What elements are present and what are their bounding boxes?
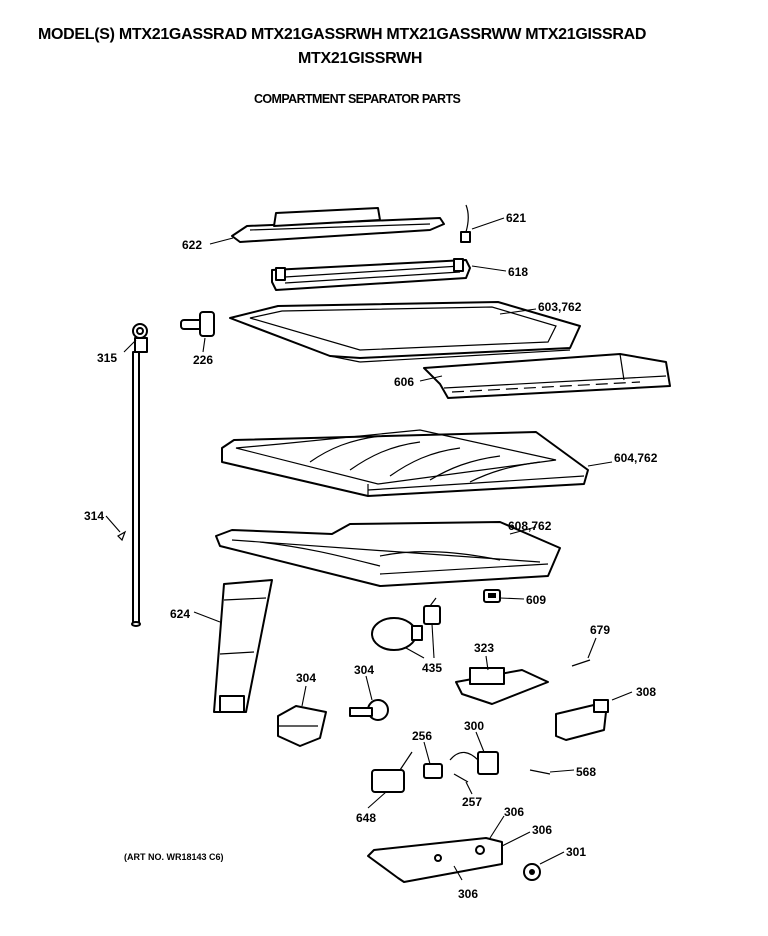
part-314-clip[interactable]	[117, 530, 127, 542]
label-306-right: 306	[532, 823, 552, 837]
label-618: 618	[508, 265, 528, 279]
label-304-knob: 304	[354, 663, 374, 677]
part-622-cover[interactable]	[231, 207, 445, 243]
label-608-762: 608,762	[508, 519, 552, 533]
label-300: 300	[464, 719, 484, 733]
model-list: MODEL(S) MTX21GASSRAD MTX21GASSRWH MTX21…	[38, 26, 647, 43]
part-435-socket[interactable]	[423, 597, 441, 625]
part-306-bracket[interactable]	[367, 837, 503, 883]
art-number: (ART NO. WR18143 C6)	[124, 852, 224, 862]
label-624: 624	[170, 607, 190, 621]
part-648-control[interactable]	[371, 751, 413, 793]
label-314: 314	[84, 509, 104, 523]
label-604-762: 604,762	[614, 451, 658, 465]
label-306-top: 306	[504, 805, 524, 819]
part-301-knob[interactable]	[523, 863, 541, 881]
part-304-knob[interactable]	[349, 699, 389, 721]
label-323: 323	[474, 641, 494, 655]
part-608-liner[interactable]	[215, 521, 561, 587]
label-256: 256	[412, 729, 432, 743]
part-304-block[interactable]	[277, 705, 327, 747]
label-257: 257	[462, 795, 482, 809]
label-621: 621	[506, 211, 526, 225]
label-435: 435	[422, 661, 442, 675]
part-323-board[interactable]	[455, 667, 549, 705]
label-679: 679	[590, 623, 610, 637]
part-315-knob[interactable]	[132, 323, 148, 353]
label-648: 648	[356, 811, 376, 825]
part-226-fitting[interactable]	[180, 311, 215, 337]
label-609: 609	[526, 593, 546, 607]
part-308-bracket[interactable]	[555, 699, 609, 741]
part-314-rod[interactable]	[131, 351, 141, 627]
part-621-wire[interactable]	[460, 204, 471, 243]
part-603-shelf[interactable]	[229, 301, 581, 363]
part-300-thermostat[interactable]	[449, 751, 499, 775]
part-618-light-housing[interactable]	[271, 258, 471, 291]
label-306-bottom: 306	[458, 887, 478, 901]
diagram-title: COMPARTMENT SEPARATOR PARTS	[254, 92, 461, 106]
part-609-clip[interactable]	[483, 589, 501, 603]
label-606: 606	[394, 375, 414, 389]
label-308: 308	[636, 685, 656, 699]
label-622: 622	[182, 238, 202, 252]
label-568: 568	[576, 765, 596, 779]
label-304-block: 304	[296, 671, 316, 685]
part-606-trim[interactable]	[423, 353, 671, 399]
part-568-screw[interactable]	[529, 769, 551, 775]
part-435-bulb[interactable]	[371, 617, 423, 651]
label-603-762: 603,762	[538, 300, 582, 314]
label-301: 301	[566, 845, 586, 859]
label-315: 315	[97, 351, 117, 365]
part-256-switch[interactable]	[423, 763, 443, 779]
label-226: 226	[193, 353, 213, 367]
part-257-screw[interactable]	[453, 773, 469, 783]
part-624-panel[interactable]	[213, 579, 273, 713]
model-list-continued: MTX21GISSRWH	[298, 50, 423, 67]
part-679-screw[interactable]	[571, 659, 591, 667]
part-604-separator[interactable]	[221, 429, 589, 497]
